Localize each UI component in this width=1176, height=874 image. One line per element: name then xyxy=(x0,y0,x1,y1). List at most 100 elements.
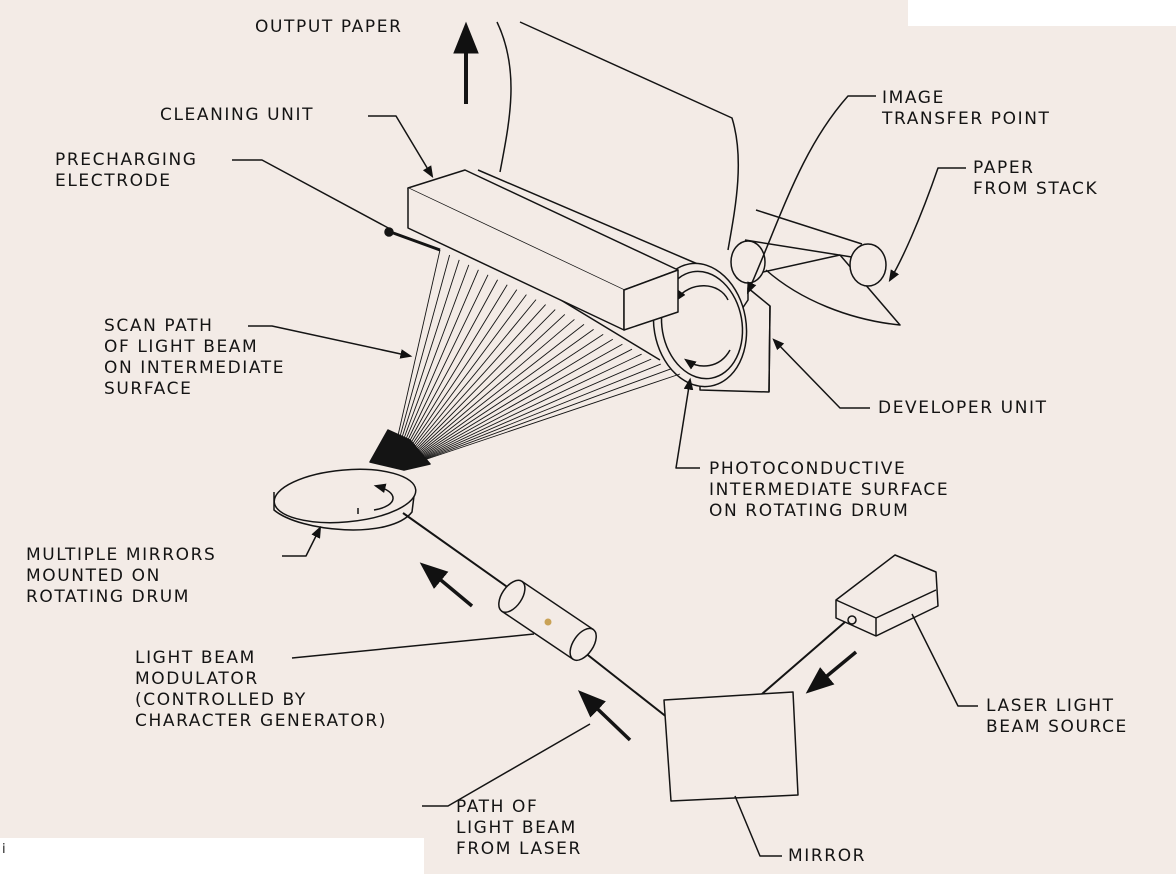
cleaning-unit-end xyxy=(623,269,679,331)
scan-ray xyxy=(413,353,642,463)
edge-fragment: i xyxy=(2,842,6,857)
upper-roller-body xyxy=(744,239,859,259)
top-right-blank xyxy=(908,0,1176,26)
beam-laser-to-mirror xyxy=(761,621,846,695)
label-line: ROTATING DRUM xyxy=(26,587,191,607)
scan-ray xyxy=(403,304,546,463)
label-line: MODULATOR xyxy=(135,669,259,689)
scan-ray xyxy=(400,294,527,463)
label-line: LIGHT BEAM xyxy=(135,648,256,668)
label-output-paper: OUTPUT PAPER xyxy=(255,17,403,38)
scan-ray xyxy=(397,279,498,463)
label-line: MIRROR xyxy=(788,846,867,866)
label-line: BEAM SOURCE xyxy=(986,717,1128,737)
label-line: LIGHT BEAM xyxy=(456,818,577,838)
label-cleaning-unit: CLEANING UNIT xyxy=(160,105,314,126)
scan-ray xyxy=(398,284,508,463)
label-line: SCAN PATH xyxy=(104,316,214,336)
scan-ray xyxy=(402,299,537,463)
leader-precharging xyxy=(232,159,393,231)
drum-rotation-bottom xyxy=(684,349,731,370)
drum-rotation-top xyxy=(674,285,729,302)
label-line: PHOTOCONDUCTIVE xyxy=(709,459,907,479)
label-line: (CONTROLLED BY xyxy=(135,690,307,710)
scan-ray xyxy=(391,249,441,463)
leader-image-transfer xyxy=(747,95,876,295)
scan-ray xyxy=(405,314,566,463)
scan-ray xyxy=(392,254,451,463)
scan-ray xyxy=(411,343,623,463)
output-paper-edge xyxy=(519,21,740,251)
scan-ray xyxy=(415,363,661,463)
label-mirror: MIRROR xyxy=(788,846,866,867)
mirror-drum-rotation xyxy=(373,483,394,511)
label-line: IMAGE xyxy=(882,88,945,108)
label-line: CLEANING UNIT xyxy=(160,105,315,125)
laser-aperture xyxy=(847,615,857,625)
label-line: MULTIPLE MIRRORS xyxy=(26,545,217,565)
leader-cleaning-unit xyxy=(368,115,434,179)
upper-roller-end xyxy=(849,243,887,287)
label-line: CHARACTER GENERATOR) xyxy=(135,711,387,731)
beam-mirror-to-modulator xyxy=(583,651,669,719)
leader-developer xyxy=(772,338,870,409)
scan-ray xyxy=(393,259,460,463)
leader-scan-path xyxy=(248,325,413,359)
label-line: LASER LIGHT xyxy=(986,696,1115,716)
beam-modulator-to-drum xyxy=(402,512,521,597)
label-line: PRECHARGING xyxy=(55,150,198,170)
paper-feed-sheet xyxy=(735,209,901,326)
scan-ray xyxy=(395,269,479,463)
label-line: INTERMEDIATE SURFACE xyxy=(709,480,950,500)
label-line: OF LIGHT BEAM xyxy=(104,337,259,357)
scan-ray xyxy=(396,274,489,463)
label-developer-unit: DEVELOPER UNIT xyxy=(878,398,1048,419)
scan-fan-apex xyxy=(369,429,431,471)
leader-mirrors xyxy=(282,525,322,557)
precharging-electrode xyxy=(384,228,441,252)
label-line: MOUNTED ON xyxy=(26,566,161,586)
modulator-aperture xyxy=(544,618,552,626)
scan-ray xyxy=(416,368,671,463)
leader-modulator xyxy=(291,633,535,659)
label-line: ON ROTATING DRUM xyxy=(709,501,910,521)
scan-ray xyxy=(410,338,614,463)
leader-paper-stack xyxy=(888,167,966,283)
leader-photoconductive xyxy=(675,377,700,469)
label-line: OUTPUT PAPER xyxy=(255,17,403,37)
leader-mirror xyxy=(734,795,782,857)
scan-ray xyxy=(417,373,681,463)
leader-path xyxy=(422,723,591,807)
beam-arrow-2 xyxy=(577,690,632,742)
small-roller xyxy=(730,240,766,284)
bottom-left-blank xyxy=(0,838,424,874)
scan-ray xyxy=(407,324,585,463)
scan-ray xyxy=(408,328,594,463)
scan-ray xyxy=(412,348,633,463)
label-line: PATH OF xyxy=(456,797,539,817)
scan-ray xyxy=(406,319,575,463)
beam-arrow-3 xyxy=(805,650,858,694)
beam-arrow-1 xyxy=(419,562,474,608)
label-line: PAPER xyxy=(973,158,1035,178)
label-line: ELECTRODE xyxy=(55,171,172,191)
drum-end-inner xyxy=(660,270,744,380)
mirror-panel xyxy=(663,691,799,802)
scan-ray xyxy=(414,358,652,463)
scan-ray xyxy=(399,289,518,463)
label-line: FROM LASER xyxy=(456,839,582,859)
scan-ray xyxy=(394,264,470,463)
scan-fan xyxy=(391,249,681,463)
label-line: FROM STACK xyxy=(973,179,1099,199)
